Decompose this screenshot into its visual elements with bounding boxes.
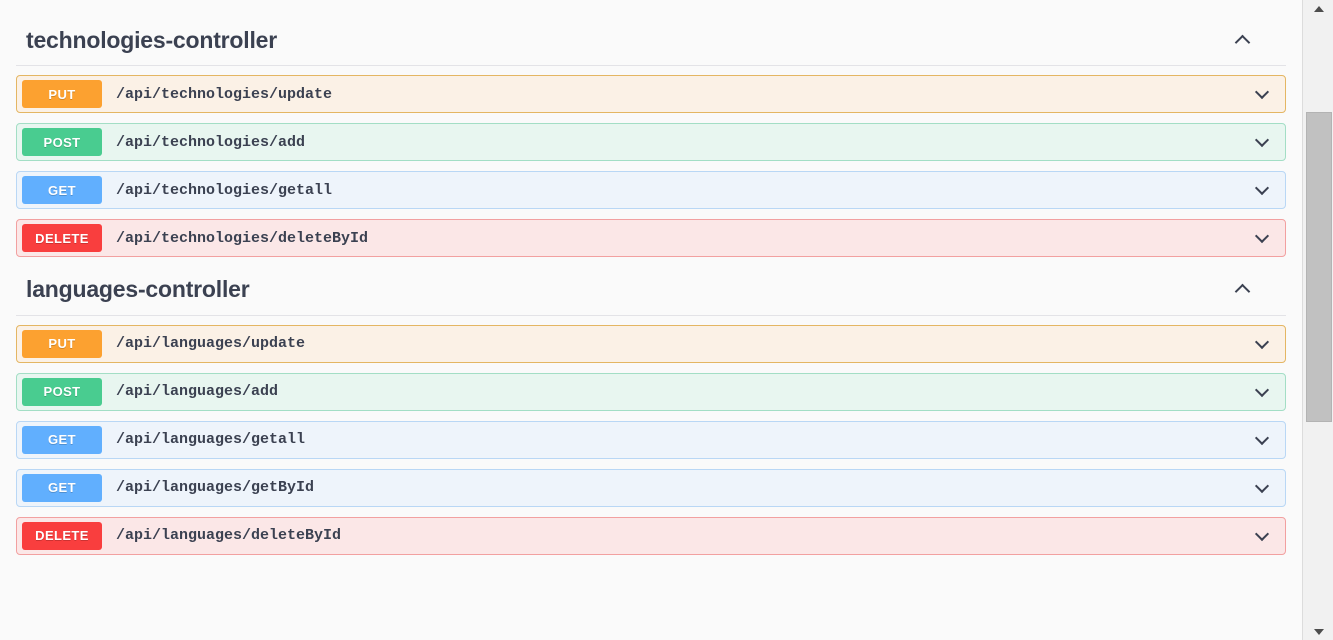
operation-path: /api/technologies/deleteById <box>116 229 369 247</box>
chevron-down-icon[interactable] <box>1247 425 1277 455</box>
operation-row[interactable]: POST/api/technologies/add <box>16 123 1286 162</box>
chevron-down-icon[interactable] <box>1247 473 1277 503</box>
chevron-glyph <box>1234 284 1250 300</box>
chevron-glyph <box>1254 85 1270 100</box>
chevron-glyph <box>1254 181 1270 196</box>
operation-row[interactable]: GET/api/languages/getById <box>16 468 1286 507</box>
scroll-down-arrow-icon[interactable] <box>1303 623 1333 640</box>
chevron-up-icon[interactable] <box>1232 280 1252 300</box>
chevron-glyph <box>1254 382 1270 397</box>
operation-row[interactable]: DELETE/api/technologies/deleteById <box>16 219 1286 258</box>
operation-path: /api/languages/deleteById <box>116 527 342 545</box>
chevron-glyph <box>1254 133 1270 148</box>
http-method-badge: PUT <box>22 80 102 109</box>
chevron-down-icon[interactable] <box>1247 127 1277 157</box>
operation-path: /api/technologies/add <box>116 133 306 151</box>
chevron-glyph <box>1234 34 1250 51</box>
chevron-glyph <box>1254 478 1270 493</box>
http-method-badge: PUT <box>22 329 102 358</box>
http-method-badge: DELETE <box>22 224 102 253</box>
http-method-badge: GET <box>22 425 102 454</box>
chevron-glyph <box>1254 229 1270 244</box>
operation-row[interactable]: GET/api/languages/getall <box>16 420 1286 459</box>
tag-header-technologies-controller[interactable]: technologies-controller <box>16 18 1286 67</box>
chevron-down-icon[interactable] <box>1247 175 1277 205</box>
scroll-up-arrow-icon[interactable] <box>1303 0 1333 17</box>
http-method-badge: GET <box>22 473 102 502</box>
operation-path: /api/languages/getById <box>116 479 315 497</box>
tag-header-languages-controller[interactable]: languages-controller <box>16 267 1286 316</box>
operation-path: /api/languages/add <box>116 383 279 401</box>
operation-row[interactable]: POST/api/languages/add <box>16 372 1286 411</box>
vertical-scrollbar[interactable] <box>1302 0 1333 640</box>
http-method-badge: POST <box>22 128 102 157</box>
operation-path: /api/technologies/update <box>116 85 333 103</box>
chevron-down-icon[interactable] <box>1247 329 1277 359</box>
tag-title: technologies-controller <box>26 27 277 53</box>
http-method-badge: GET <box>22 176 102 205</box>
scroll-thumb[interactable] <box>1306 112 1332 422</box>
operation-row[interactable]: DELETE/api/languages/deleteById <box>16 516 1286 555</box>
triangle-up-glyph <box>1313 5 1324 12</box>
operation-path: /api/languages/update <box>116 335 306 353</box>
chevron-up-icon[interactable] <box>1232 31 1252 51</box>
chevron-down-icon[interactable] <box>1247 521 1277 551</box>
operation-path: /api/languages/getall <box>116 431 306 449</box>
operation-row[interactable]: GET/api/technologies/getall <box>16 171 1286 210</box>
chevron-down-icon[interactable] <box>1247 79 1277 109</box>
operation-row[interactable]: PUT/api/languages/update <box>16 324 1286 363</box>
http-method-badge: POST <box>22 377 102 406</box>
chevron-down-icon[interactable] <box>1247 223 1277 253</box>
http-method-badge: DELETE <box>22 521 102 550</box>
chevron-glyph <box>1254 334 1270 349</box>
chevron-down-icon[interactable] <box>1247 377 1277 407</box>
operation-row[interactable]: PUT/api/technologies/update <box>16 75 1286 114</box>
triangle-down-glyph <box>1313 628 1324 635</box>
chevron-glyph <box>1254 526 1270 541</box>
tag-title: languages-controller <box>26 276 250 303</box>
chevron-glyph <box>1254 430 1270 445</box>
operation-path: /api/technologies/getall <box>116 181 333 199</box>
